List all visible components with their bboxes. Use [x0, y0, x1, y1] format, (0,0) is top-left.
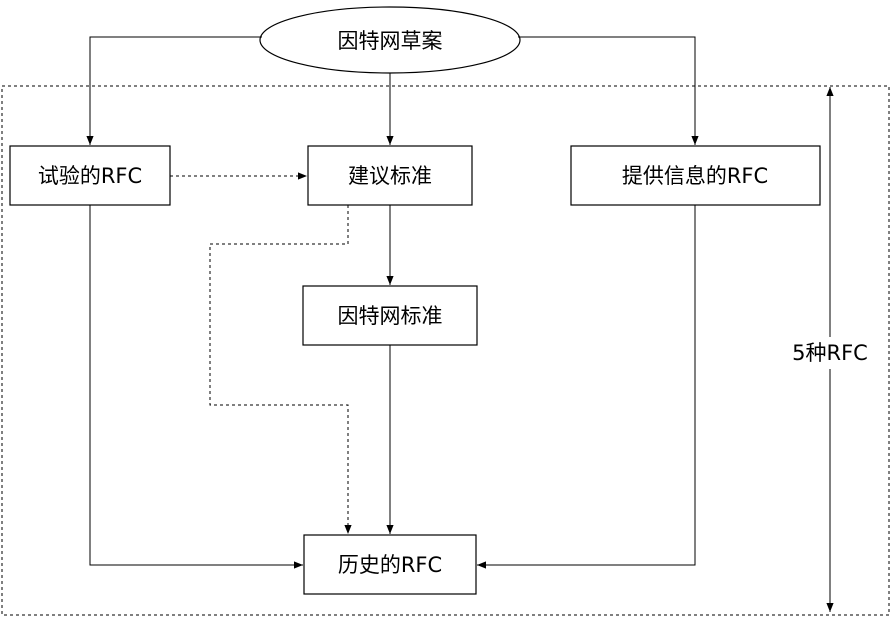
internet-standard-node: 因特网标准: [302, 285, 478, 346]
historic-rfc-node: 历史的RFC: [303, 534, 477, 595]
internet-draft-node: 因特网草案: [259, 6, 521, 74]
arrow-experimental-to-historic: [89, 205, 303, 569]
group-label-bg: [790, 337, 874, 369]
informational-rfc-node: 提供信息的RFC: [570, 145, 821, 206]
internet-standard-label: 因特网标准: [338, 304, 443, 328]
internet-draft-label: 因特网草案: [338, 29, 443, 53]
experimental-rfc-label: 试验的RFC: [38, 164, 142, 188]
arrow-informational-to-historic: [477, 205, 696, 569]
group-label: 5种RFC: [792, 341, 868, 365]
arrow-draft-to-informational: [518, 36, 699, 145]
informational-rfc-label: 提供信息的RFC: [622, 164, 768, 188]
proposed-standard-label: 建议标准: [348, 164, 432, 188]
arrow-draft-to-experimental: [86, 36, 262, 145]
arrow-proposed-to-historic: [209, 205, 352, 534]
historic-rfc-label: 历史的RFC: [338, 553, 442, 577]
experimental-rfc-node: 试验的RFC: [9, 145, 171, 206]
proposed-standard-node: 建议标准: [307, 145, 473, 206]
